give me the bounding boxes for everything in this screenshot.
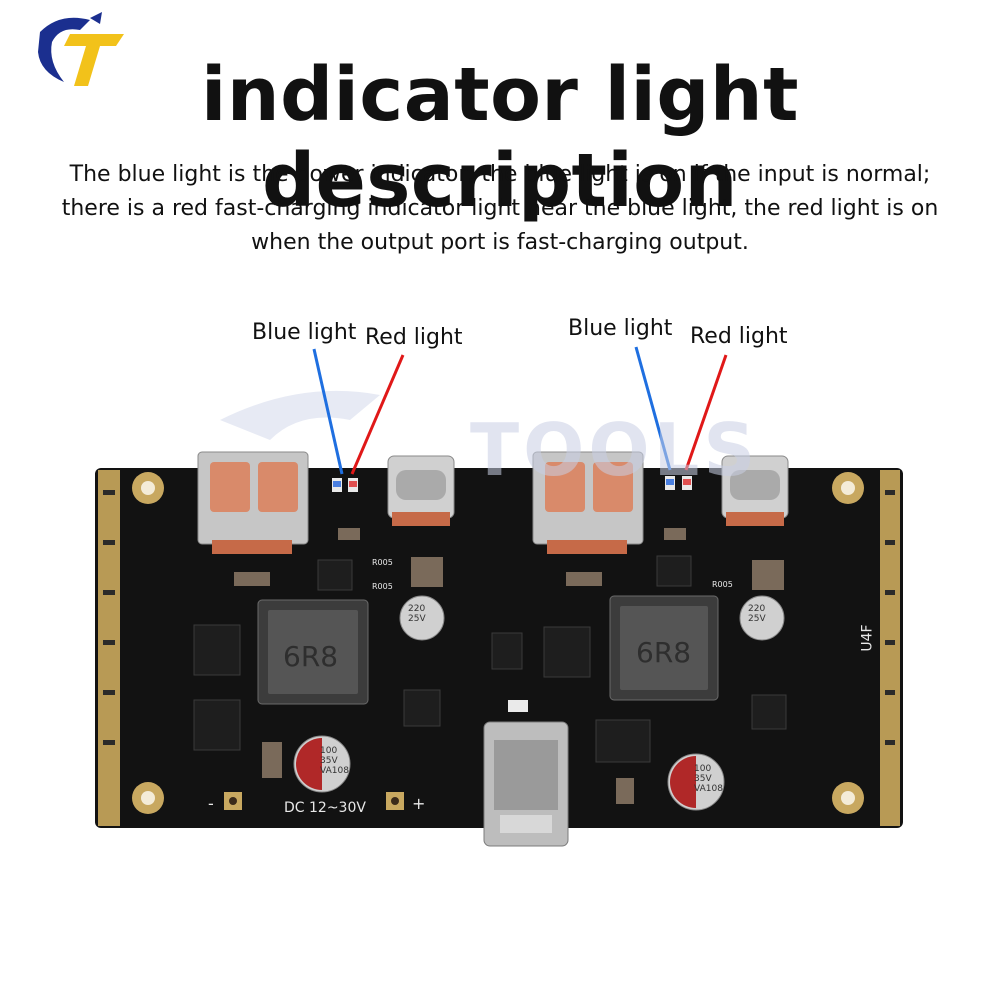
resistor-label-b: R005 xyxy=(372,582,393,591)
inductor-right-marking: 6R8 xyxy=(636,636,692,669)
page-title: indicator light description xyxy=(201,52,799,224)
board-id-label: U4F xyxy=(859,624,876,652)
description-line-1: The blue light is the power indicator, t… xyxy=(69,162,931,187)
resistor-label-a: R005 xyxy=(372,558,393,567)
cap-bottom-right-marking: 100 35V VA108 xyxy=(694,764,723,794)
left-red-light-label: Red light xyxy=(365,325,463,350)
minus-terminal-label: - xyxy=(208,794,214,813)
resistor-label-c: R005 xyxy=(712,580,733,589)
cap-bottom-left-marking: 100 35V VA108 xyxy=(320,746,349,776)
right-blue-light-label: Blue light xyxy=(568,316,673,341)
input-voltage-label: DC 12~30V xyxy=(284,800,366,816)
left-blue-light-label: Blue light xyxy=(252,320,357,345)
cap-top-right-marking: 220 25V xyxy=(748,604,766,624)
brand-logo xyxy=(38,12,124,86)
watermark-text: TOOLS xyxy=(470,408,760,492)
right-red-light-label: Red light xyxy=(690,324,788,349)
inductor-left-marking: 6R8 xyxy=(283,640,339,673)
cap-top-left-marking: 220 25V xyxy=(408,604,426,624)
description-line-3: when the output port is fast-charging ou… xyxy=(251,230,749,255)
description-line-2: there is a red fast-charging indicator l… xyxy=(61,196,939,221)
description: The blue light is the power indicator, t… xyxy=(30,158,970,260)
plus-terminal-label: + xyxy=(412,794,426,813)
